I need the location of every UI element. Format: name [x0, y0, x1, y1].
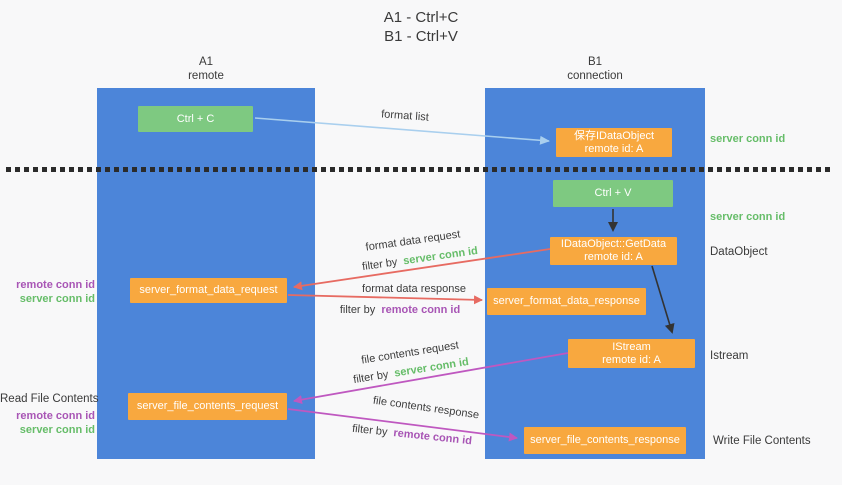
node-server-format-data-request-label: server_format_data_request	[139, 284, 278, 296]
node-save-dataobject-line1: 保存IDataObject	[573, 129, 655, 142]
side-label-remote-conn-id-bottom: remote conn id	[16, 410, 95, 422]
node-server-format-data-response: server_format_data_response	[487, 288, 646, 315]
remote-conn-id-text: remote conn id	[381, 304, 461, 316]
node-idataobject-getdata: IDataObject::GetData remote id: A	[550, 237, 677, 265]
side-label-server-conn-id-mid: server conn id	[710, 211, 786, 223]
node-istream: IStream remote id: A	[568, 339, 695, 368]
side-label-read-file-contents: Read File Contents	[0, 393, 99, 405]
title-line-1: A1 - Ctrl+C	[383, 9, 459, 26]
node-server-file-contents-request: server_file_contents_request	[128, 393, 287, 420]
right-column-name: B1	[587, 56, 603, 68]
side-label-write-file-contents: Write File Contents	[713, 435, 811, 447]
node-ctrl-c: Ctrl + C	[138, 106, 253, 132]
side-label-server-conn-id-left-top: server conn id	[19, 293, 95, 305]
node-ctrl-v: Ctrl + V	[553, 180, 673, 207]
node-ctrl-v-label: Ctrl + V	[594, 187, 632, 199]
filter-by-text: filter by	[351, 422, 389, 439]
arrow-label-file-contents-response: file contents response	[372, 395, 480, 422]
node-server-format-data-response-label: server_format_data_response	[493, 295, 640, 307]
arrow-label-filter-format-response: filter by remote conn id	[340, 304, 460, 316]
node-istream-line2: remote id: A	[602, 353, 661, 366]
arrow-label-format-list: format list	[381, 108, 429, 123]
title-line-2: B1 - Ctrl+V	[384, 28, 458, 45]
node-server-file-contents-request-label: server_file_contents_request	[136, 400, 279, 412]
left-column-name: A1	[198, 56, 214, 68]
format-data-response-text: format data response	[362, 283, 466, 295]
arrow-label-format-data-response: format data response	[362, 283, 466, 295]
phase-divider-dashed-line	[6, 167, 834, 172]
node-idataobject-getdata-line1: IDataObject::GetData	[560, 238, 667, 250]
node-idataobject-getdata-line2: remote id: A	[584, 251, 643, 263]
side-label-server-conn-id-left-bottom: server conn id	[19, 424, 95, 436]
side-label-dataobject: DataObject	[710, 246, 768, 258]
node-save-dataobject: 保存IDataObject remote id: A	[556, 128, 672, 157]
node-ctrl-c-label: Ctrl + C	[176, 112, 215, 125]
format-list-text: format list	[380, 108, 430, 124]
file-contents-response-text: file contents response	[372, 394, 480, 422]
diagram-title: A1 - Ctrl+C B1 - Ctrl+V	[0, 8, 842, 46]
side-label-server-conn-id-top: server conn id	[710, 133, 786, 145]
node-server-file-contents-response-label: server_file_contents_response	[530, 434, 680, 446]
node-istream-line1: IStream	[612, 340, 651, 353]
side-label-remote-conn-id-top: remote conn id	[16, 279, 95, 291]
filter-by-text: filter by	[361, 256, 399, 274]
node-server-file-contents-response: server_file_contents_response	[524, 427, 686, 454]
right-column-role: connection	[567, 70, 623, 82]
side-label-istream: Istream	[710, 350, 749, 362]
filter-by-text: filter by	[352, 368, 390, 387]
node-save-dataobject-line2: remote id: A	[584, 142, 644, 155]
filter-by-text: filter by	[339, 304, 376, 316]
left-column-role: remote	[188, 70, 224, 82]
server-conn-id-text: server conn id	[402, 244, 479, 268]
arrow-label-filter-file-response: filter by remote conn id	[352, 423, 473, 448]
node-server-format-data-request: server_format_data_request	[130, 278, 287, 303]
arrow-format-data-response	[287, 294, 483, 305]
left-column-header: A1 remote	[146, 55, 266, 83]
remote-conn-id-text: remote conn id	[392, 427, 473, 448]
right-column-header: B1 connection	[535, 55, 655, 83]
